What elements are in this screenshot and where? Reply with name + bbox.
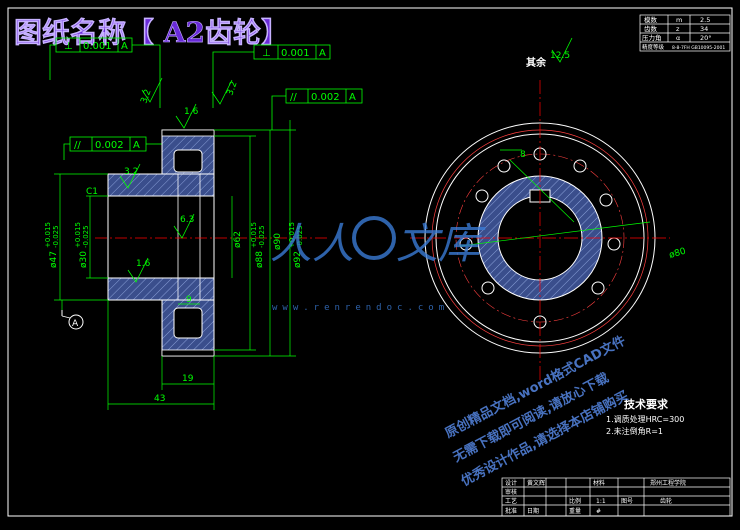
parallel-left-symbol: //: [74, 140, 81, 151]
param-label-0: 模数: [644, 15, 658, 24]
tb-r3-c5: 图号: [621, 498, 633, 505]
datum-marker: A: [61, 310, 84, 330]
param-symbol-2: α: [676, 34, 680, 42]
tb-r1-c1: 黄文辉: [527, 479, 545, 487]
param-value-1: 34: [700, 25, 708, 33]
tech-title: 技术要求: [624, 397, 669, 411]
dim-d92-lower: -0.025: [296, 225, 304, 248]
dim-length-43: 43: [154, 394, 165, 404]
dim-d47: ø47: [49, 251, 59, 268]
dim-d47-lower: -0.025: [52, 225, 60, 248]
dim-chord: ø80: [668, 247, 687, 261]
perp-right-value: 0.001: [281, 48, 310, 59]
perp-left-value: 0.001: [83, 41, 112, 52]
param-value-0: 2.5: [700, 16, 710, 24]
parameter-table: [639, 14, 731, 52]
watermark-logo-left: 人人: [270, 219, 354, 268]
tolerance-frame-perp-left: [49, 37, 161, 108]
front-view: [410, 80, 670, 380]
watermark-logo-right: 文库: [396, 219, 486, 268]
dim-width-9: 9: [186, 295, 192, 305]
vertical-dimensions: [54, 120, 296, 357]
tb-r4-c0: 批准: [505, 507, 517, 515]
tb-r1-c3: 材料: [593, 479, 605, 487]
tb-r3-c3: 比例: [569, 497, 581, 505]
title-block: [501, 477, 731, 517]
dim-d30-upper: +0.015: [74, 222, 82, 248]
param-value-2: 20°: [700, 34, 712, 42]
perp-left-symbol: ⊥: [64, 41, 73, 52]
ra-others-value: 12.5: [550, 51, 570, 61]
watermark-url: www.renrendoc.com: [272, 303, 449, 313]
dim-width-19: 19: [182, 374, 194, 384]
horizontal-dimensions: [107, 300, 215, 410]
dim-d88: ø88: [255, 251, 265, 268]
tb-r3-c4: 1:1: [596, 498, 606, 505]
dim-d90: ø90: [273, 233, 283, 250]
dim-keyway: 8: [520, 150, 526, 160]
dim-d92-upper: +0.015: [288, 222, 296, 248]
hub-bottom: [107, 277, 215, 301]
param-label-1: 齿数: [644, 24, 658, 33]
parallel-right-symbol: //: [290, 92, 297, 103]
dim-d30: ø30: [79, 251, 89, 268]
param-symbol-1: z: [676, 25, 680, 33]
ra-hub: 3.2: [124, 167, 138, 177]
tech-item-2: 2.未注倒角R=1: [606, 426, 663, 436]
roughness-symbols: [119, 37, 573, 283]
parallel-left-value: 0.002: [95, 140, 124, 151]
tb-r4-c3: 重量: [569, 507, 581, 515]
dim-d47-upper: +0.015: [44, 222, 52, 248]
datum-label: A: [72, 319, 79, 329]
dim-d92: ø92: [293, 251, 303, 268]
ra-right-face: 3.2: [225, 80, 239, 97]
param-label-2: 压力角: [642, 33, 662, 42]
watermark-logo-ring: [352, 216, 396, 260]
parallel-left-datum: A: [133, 140, 140, 151]
dim-d30-lower: -0.025: [82, 225, 90, 248]
tb-r2-c0: 审核: [505, 488, 517, 496]
drawing-border: [7, 7, 733, 517]
dim-d62: ø62: [233, 231, 243, 248]
parallel-right-value: 0.002: [311, 92, 340, 103]
banner-title: 图纸名称【 A2齿轮】: [14, 16, 289, 49]
tb-r3-c0: 工艺: [505, 497, 517, 505]
dim-chamfer: C1: [86, 187, 98, 197]
ra-others-label: 其余: [526, 56, 547, 69]
tb-r1-c0: 设计: [505, 479, 517, 487]
param-value-3: 8-8-7FH GB10095-2001: [672, 45, 725, 51]
ra-left-face: 3.2: [139, 88, 153, 105]
dim-d88-lower: -0.025: [258, 225, 266, 248]
perp-left-datum: A: [121, 41, 128, 52]
bore: [107, 195, 215, 279]
dim-d88-upper: +0.015: [250, 222, 258, 248]
tb-r4-c6: #: [596, 508, 601, 515]
tech-requirements: 技术要求 1.调质处理HRC=300 2.未注倒角R=1: [606, 397, 684, 436]
ra-web: 1.6: [136, 259, 151, 269]
tech-item-1: 1.调质处理HRC=300: [606, 414, 684, 424]
tb-r3-c6: 齿轮: [660, 497, 672, 505]
perp-right-datum: A: [319, 48, 326, 59]
banner: 图纸名称【 A2齿轮】: [14, 16, 290, 50]
section-view: [95, 129, 330, 357]
tolerance-frame-parallel-left: [63, 136, 162, 160]
tolerance-frame-perp-right: [212, 44, 331, 108]
param-label-3: 精度等级: [642, 43, 665, 51]
tolerance-frame-parallel-right: [271, 88, 363, 130]
param-symbol-0: m: [676, 16, 682, 24]
ra-teeth: 1.6: [184, 107, 199, 117]
perp-right-symbol: ⊥: [262, 48, 271, 59]
tb-r4-c1: 日期: [527, 507, 539, 515]
hub-top: [107, 173, 215, 197]
tb-r1-c6: 郑州工程学院: [650, 479, 686, 487]
ra-bore: 6.3: [180, 215, 194, 225]
parallel-right-datum: A: [349, 92, 356, 103]
